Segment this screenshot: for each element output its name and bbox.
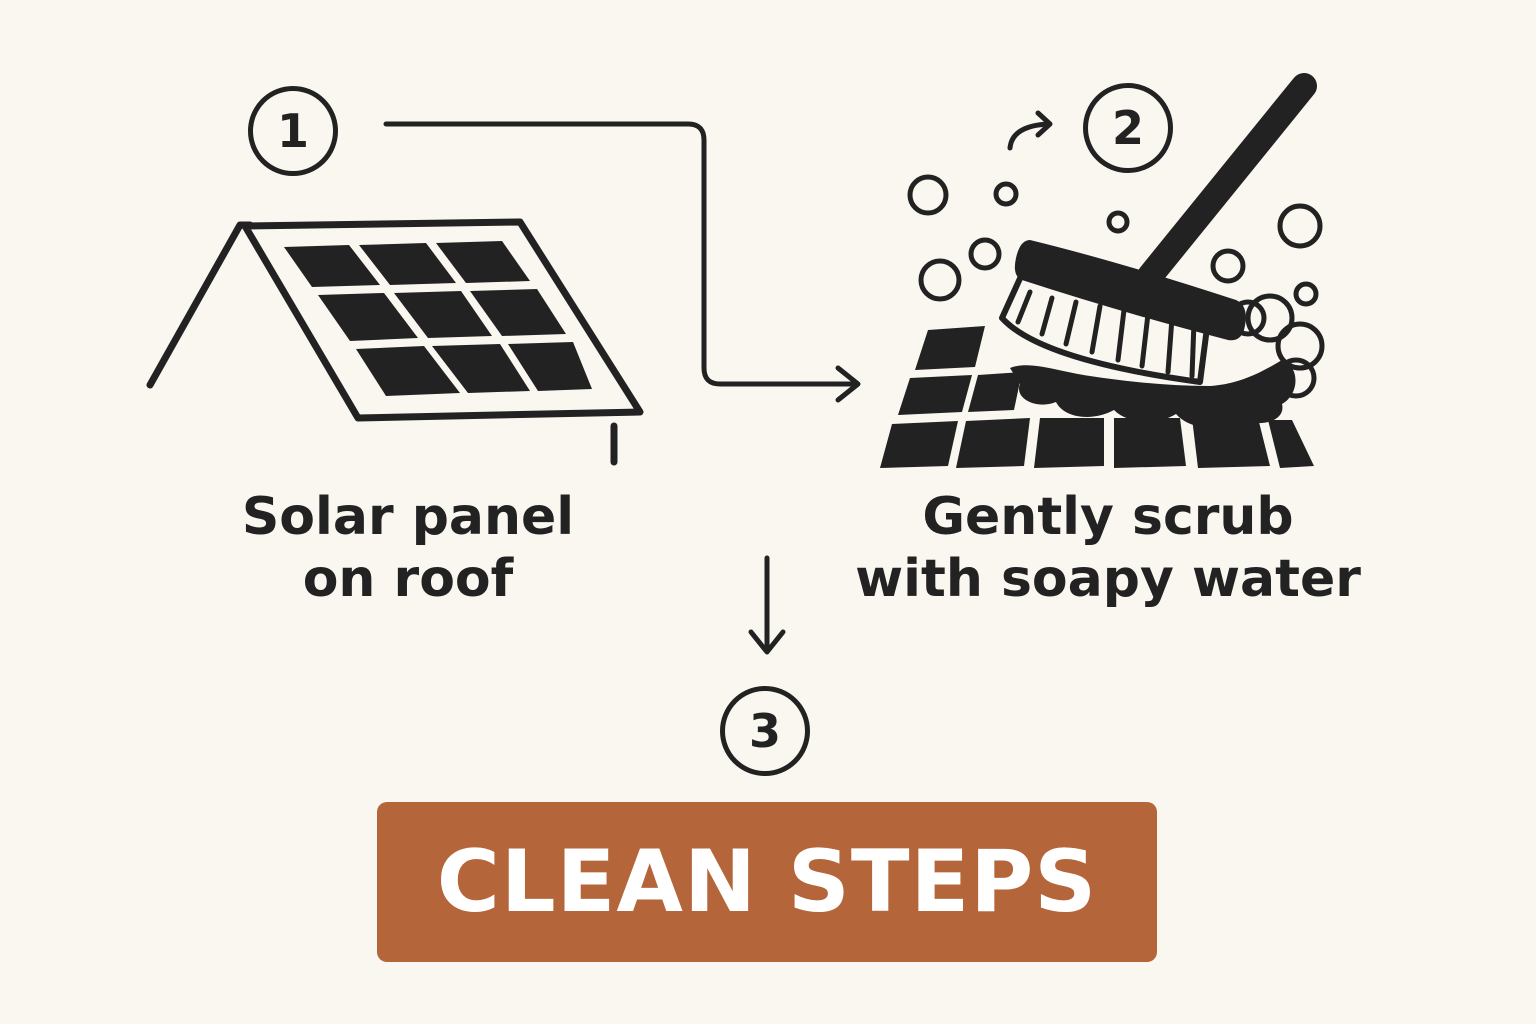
- title-text: CLEAN STEPS: [436, 832, 1098, 932]
- roof-tile: [1114, 418, 1186, 468]
- roof-tile: [1268, 420, 1314, 468]
- brush-bristles: [999, 271, 1211, 385]
- bubble: [1210, 248, 1246, 284]
- bristle: [1189, 319, 1197, 379]
- bristle: [1115, 307, 1127, 363]
- scrub-brush-with-bubbles-icon: [880, 73, 1325, 468]
- bubble: [1293, 281, 1319, 307]
- bristle: [1039, 295, 1055, 337]
- bristle: [1139, 311, 1151, 369]
- floating-bubbles: [907, 174, 1323, 307]
- curved-arrow-icon: [1007, 110, 1053, 151]
- step-1-caption: Solar panel on roof: [208, 486, 608, 610]
- bristle: [1165, 315, 1175, 375]
- step-3-number: 3: [720, 686, 810, 776]
- solar-cell: [356, 346, 460, 396]
- solar-cell: [318, 293, 418, 341]
- connector-arrow-1-to-2: [383, 121, 861, 403]
- roof-tile: [915, 326, 985, 370]
- brush-handle: [1137, 73, 1317, 289]
- bristle: [1063, 299, 1079, 347]
- roof-tiles: [880, 326, 1314, 468]
- step-2-caption: Gently scrub with soapy water: [848, 486, 1368, 610]
- roof-tile: [956, 418, 1030, 468]
- bubble: [1275, 357, 1317, 399]
- roof-tile: [898, 375, 972, 415]
- solar-cell: [432, 344, 530, 393]
- step-2-caption-line-1: Gently scrub: [922, 487, 1294, 547]
- solar-cells: [284, 241, 592, 396]
- title-banner: CLEAN STEPS: [377, 802, 1157, 962]
- solar-cell: [359, 243, 456, 285]
- connector-arrow-to-3: [748, 555, 786, 655]
- roof-tile: [968, 372, 1022, 412]
- bristle: [1015, 289, 1033, 325]
- step-1-caption-line-1: Solar panel: [241, 487, 575, 547]
- solar-cell: [508, 342, 592, 391]
- step-1-number: 1: [248, 86, 338, 176]
- roof-tile: [1034, 418, 1104, 468]
- suds-foam: [1010, 360, 1296, 428]
- bubble: [1245, 293, 1295, 343]
- step-1-caption-line-2: on roof: [302, 549, 514, 609]
- step-2-number: 2: [1083, 83, 1173, 173]
- solar-cell: [436, 241, 530, 283]
- bubble: [1277, 203, 1323, 249]
- solar-panel-frame: [241, 218, 644, 422]
- brush-head: [999, 73, 1317, 385]
- step-2-caption-line-2: with soapy water: [855, 549, 1361, 609]
- bubble: [918, 258, 962, 302]
- brush-block: [1014, 240, 1246, 341]
- solar-panel-on-roof-icon: [146, 218, 644, 466]
- bubble: [1106, 210, 1130, 234]
- solar-cell: [470, 289, 566, 336]
- bubble: [907, 174, 949, 216]
- bubble: [993, 181, 1019, 207]
- bubble: [1275, 321, 1325, 371]
- bubble: [968, 237, 1002, 271]
- foam-bubbles: [1229, 293, 1325, 399]
- roof-tile: [880, 421, 958, 468]
- solar-cell: [394, 291, 492, 338]
- roof-tile: [1192, 418, 1270, 468]
- solar-cell: [284, 245, 380, 287]
- bristle: [1089, 303, 1103, 355]
